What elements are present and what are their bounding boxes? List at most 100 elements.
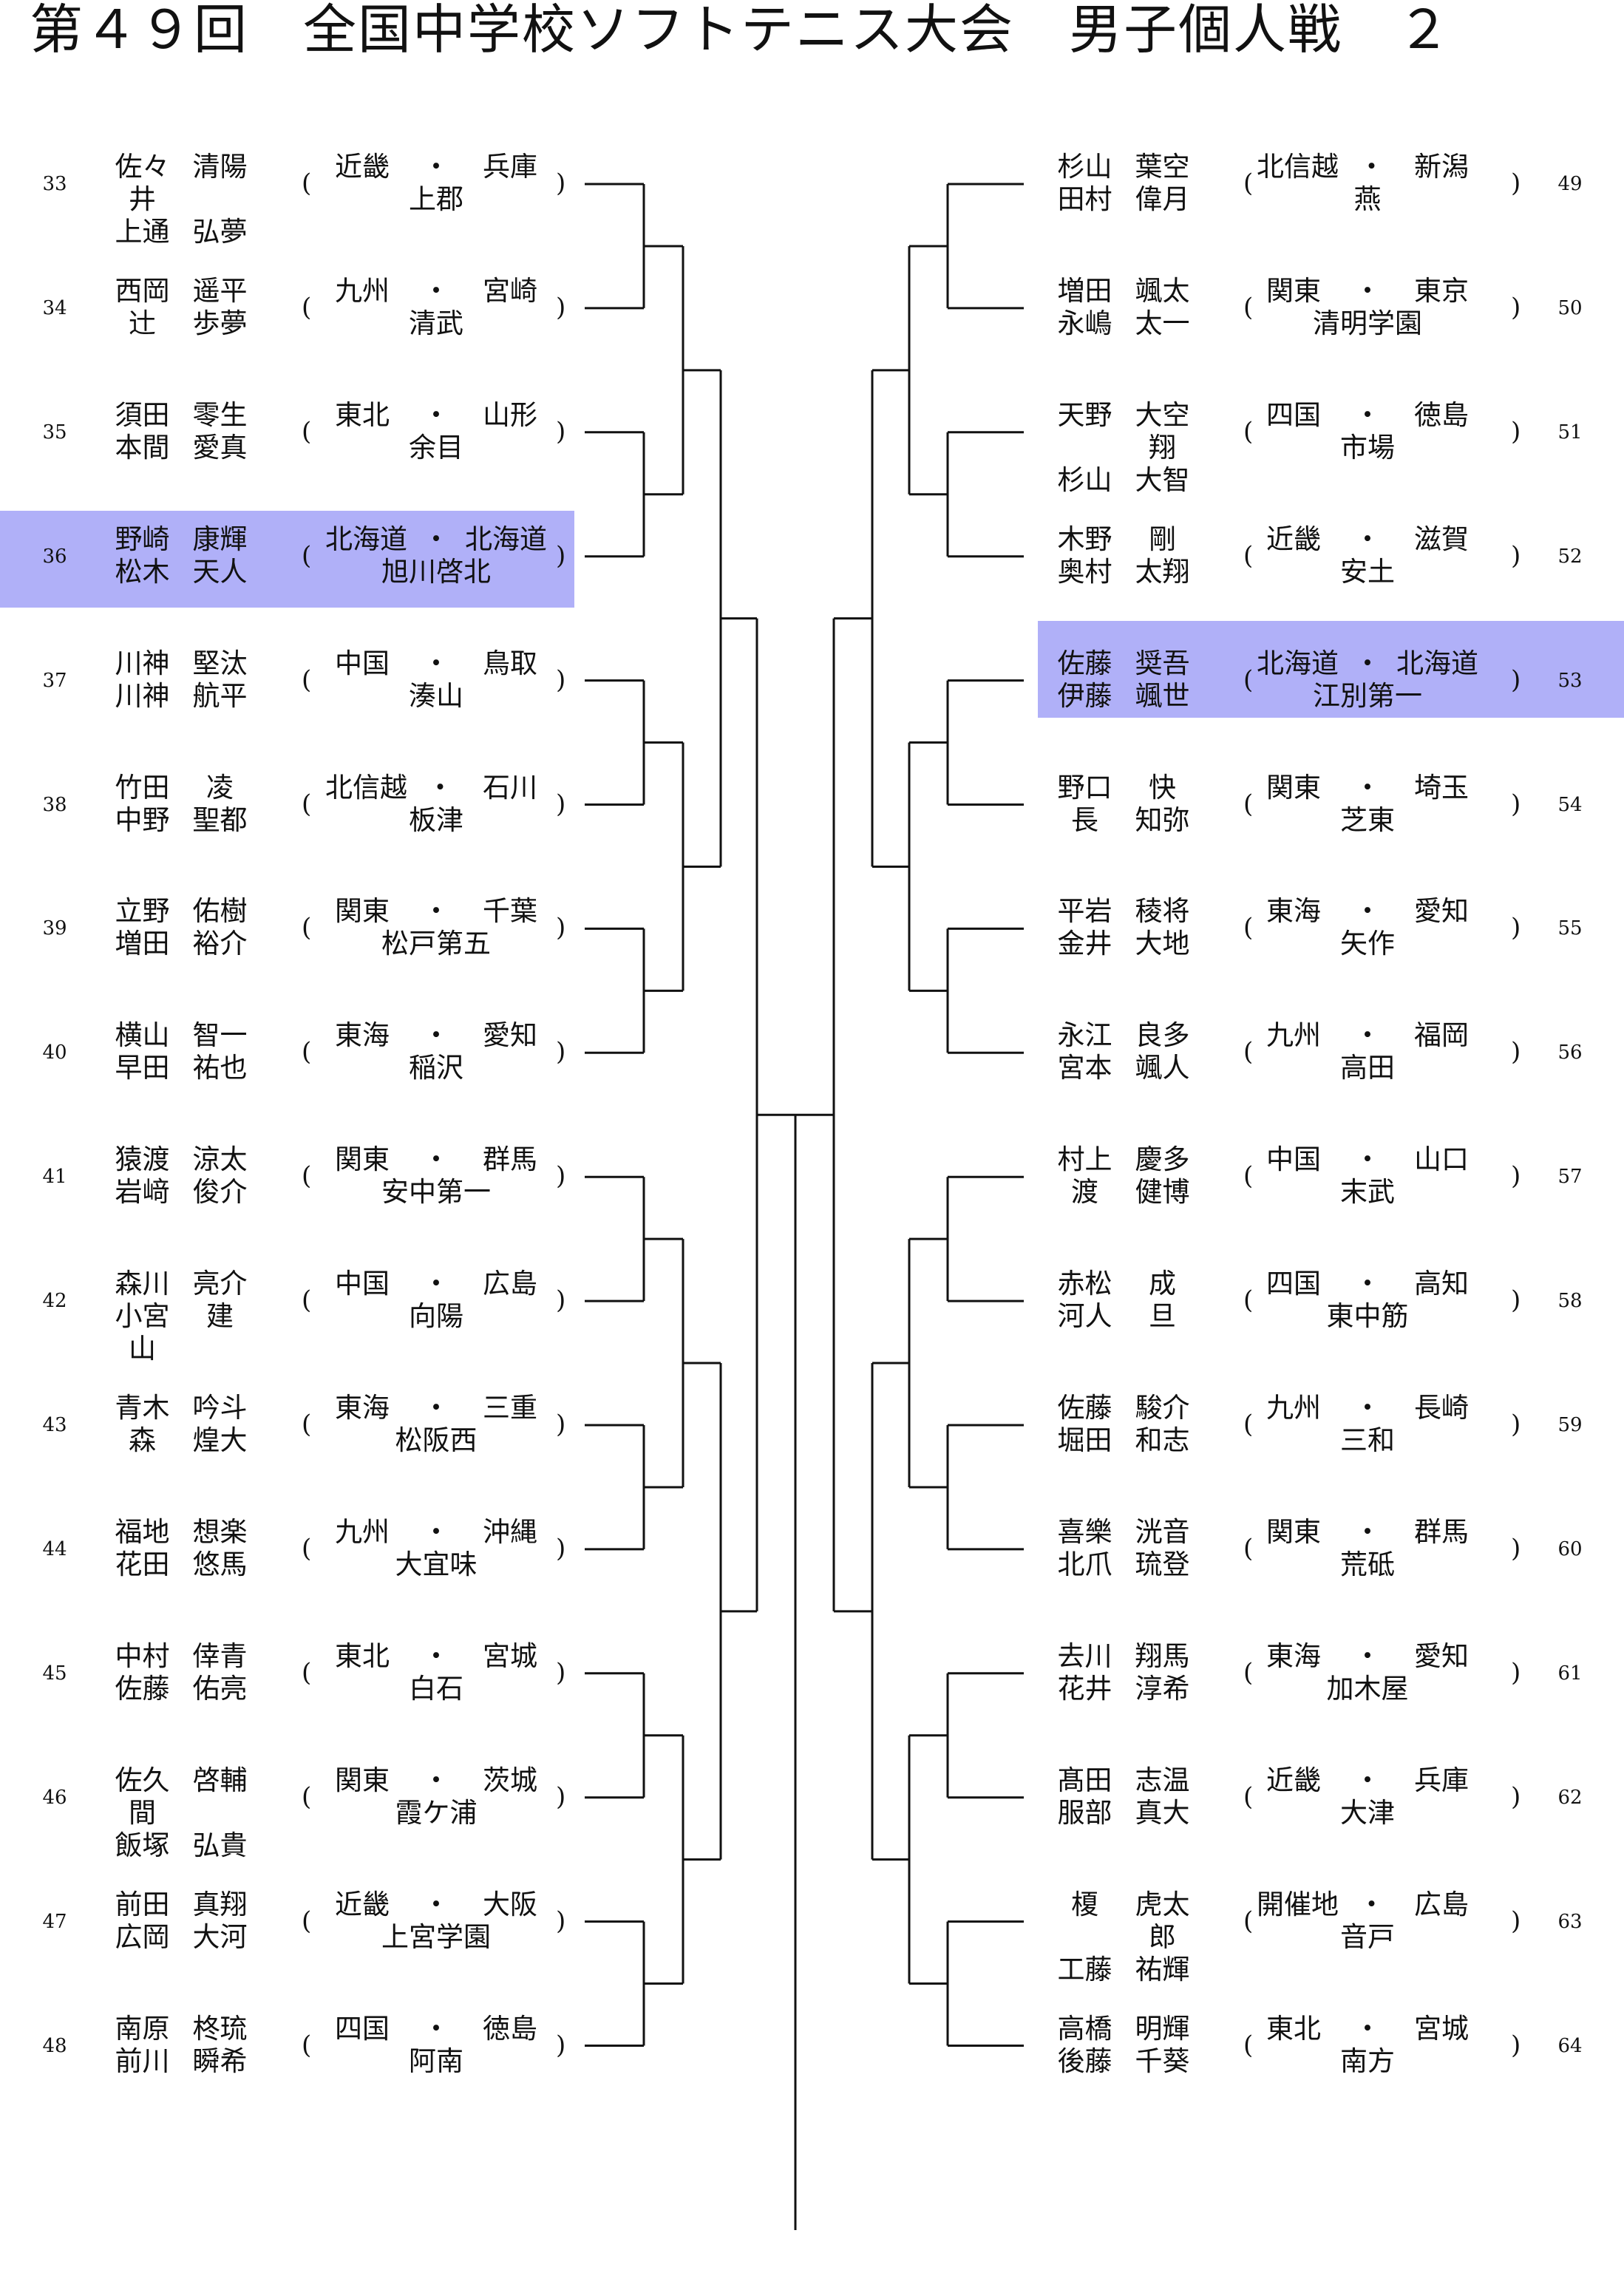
- close-paren: ): [556, 665, 566, 695]
- block-name: 関東: [1266, 274, 1321, 307]
- family-name: 工藤: [1057, 1953, 1112, 1985]
- team-region: 東海・愛知稲沢: [325, 1019, 547, 1084]
- region-line: 四国・徳島: [325, 2013, 547, 2045]
- family-name: 木野: [1057, 523, 1112, 555]
- player-row: 猿渡涼太: [96, 1144, 266, 1176]
- family-name: 小宮山: [115, 1300, 170, 1365]
- open-paren: (: [1243, 416, 1254, 446]
- school-name: 安土: [1340, 555, 1395, 588]
- family-name: 森川: [115, 1268, 170, 1300]
- family-name: 佐藤: [115, 1672, 170, 1705]
- region-line: 九州・福岡: [1257, 1019, 1478, 1052]
- family-name: 佐々井: [115, 151, 170, 215]
- family-name: 長: [1071, 803, 1098, 836]
- prefecture-name: 宮城: [1414, 2012, 1469, 2045]
- school-name: 阿南: [409, 2045, 463, 2077]
- school-name: 音戸: [1340, 1920, 1395, 1953]
- family-name: 堀田: [1057, 1424, 1112, 1456]
- region-line: 北海道・北海道: [1257, 648, 1478, 680]
- player-row: 佐藤奨吾: [1039, 648, 1209, 680]
- family-name: 立野: [115, 895, 170, 928]
- given-name: 真大: [1135, 1796, 1190, 1829]
- seed-number: 50: [1557, 296, 1583, 319]
- block-name: 東北: [335, 398, 390, 431]
- player-row: 前川瞬希: [96, 2045, 266, 2078]
- prefecture-name: 千葉: [483, 895, 537, 928]
- open-paren: (: [1243, 1781, 1254, 1812]
- team-region: 近畿・滋賀安土: [1257, 523, 1478, 588]
- given-name: 健博: [1135, 1176, 1190, 1209]
- open-paren: (: [302, 292, 312, 322]
- player-row: 奥村太翔: [1039, 556, 1209, 588]
- player-names: 赤松成河人旦: [1039, 1268, 1209, 1333]
- given-name: 和志: [1135, 1424, 1190, 1456]
- family-name: 宮本: [1057, 1052, 1112, 1084]
- player-row: 髙田志温: [1039, 1764, 1209, 1797]
- open-paren: (: [1243, 1410, 1254, 1439]
- region-line: 関東・東京: [1257, 275, 1478, 307]
- close-paren: ): [556, 913, 566, 943]
- seed-number: 52: [1557, 545, 1583, 568]
- family-name: 早田: [115, 1052, 170, 1084]
- school-name: 上郡: [409, 183, 463, 215]
- seed-number: 47: [42, 1910, 67, 1933]
- region-line: 東海・愛知: [325, 1019, 547, 1052]
- team-region: 関東・埼玉芝東: [1257, 772, 1478, 837]
- player-row: 堀田和志: [1039, 1424, 1209, 1457]
- block-name: 東北: [1266, 2012, 1321, 2045]
- family-name: 去川: [1057, 1639, 1112, 1672]
- family-name: 花井: [1057, 1672, 1112, 1705]
- school-name: 加木屋: [1326, 1672, 1409, 1705]
- player-row: 高橋明輝: [1039, 2013, 1209, 2045]
- open-paren: (: [1243, 1161, 1254, 1192]
- block-name: 九州: [1266, 1392, 1321, 1424]
- block-name: 四国: [1266, 398, 1321, 431]
- family-name: 川神: [115, 679, 170, 712]
- prefecture-name: 愛知: [483, 1019, 537, 1052]
- team-region: 近畿・兵庫大津: [1257, 1764, 1478, 1829]
- team-region: 関東・群馬安中第一: [325, 1144, 547, 1209]
- prefecture-name: 長崎: [1414, 1392, 1469, 1424]
- region-line: 関東・埼玉: [1257, 772, 1478, 804]
- block-name: 九州: [1266, 1019, 1321, 1052]
- player-names: 佐藤駿介堀田和志: [1039, 1392, 1209, 1457]
- seed-number: 63: [1557, 1910, 1583, 1933]
- given-name: 佑樹: [192, 895, 248, 928]
- player-row: 森川亮介: [96, 1268, 266, 1300]
- separator: ・: [1358, 1888, 1385, 1920]
- seed-number: 59: [1557, 1414, 1583, 1436]
- player-row: 西岡遥平: [96, 275, 266, 307]
- school-name: 高田: [1340, 1052, 1395, 1084]
- region-line: 四国・徳島: [1257, 399, 1478, 432]
- player-row: 青木吟斗: [96, 1392, 266, 1424]
- seed-number: 56: [1557, 1041, 1583, 1064]
- player-names: 西岡遥平辻歩夢: [96, 275, 266, 340]
- block-name: 東海: [335, 1392, 390, 1424]
- close-paren: ): [556, 1161, 566, 1192]
- player-names: 横山智一早田祐也: [96, 1019, 266, 1084]
- seed-number: 33: [42, 173, 67, 195]
- open-paren: (: [1243, 2030, 1254, 2060]
- family-name: 河人: [1057, 1300, 1112, 1333]
- family-name: 奥村: [1057, 555, 1112, 588]
- family-name: 本間: [115, 431, 170, 463]
- team-region: 関東・千葉松戸第五: [325, 895, 547, 960]
- open-paren: (: [302, 789, 312, 819]
- prefecture-name: 宮崎: [483, 274, 537, 307]
- prefecture-name: 広島: [1414, 1888, 1469, 1920]
- player-names: 高橋明輝後藤千葵: [1039, 2013, 1209, 2078]
- given-name: 稜将: [1135, 895, 1190, 928]
- open-paren: (: [1243, 1906, 1254, 1936]
- given-name: 凌: [206, 771, 234, 803]
- given-name: 想楽: [192, 1515, 248, 1548]
- player-row: 飯塚弘貴: [96, 1829, 266, 1862]
- family-name: 髙田: [1057, 1764, 1112, 1796]
- region-line: 東北・宮城: [1257, 2013, 1478, 2045]
- open-paren: (: [302, 1906, 312, 1936]
- block-name: 関東: [1266, 1515, 1321, 1548]
- separator: ・: [422, 398, 450, 431]
